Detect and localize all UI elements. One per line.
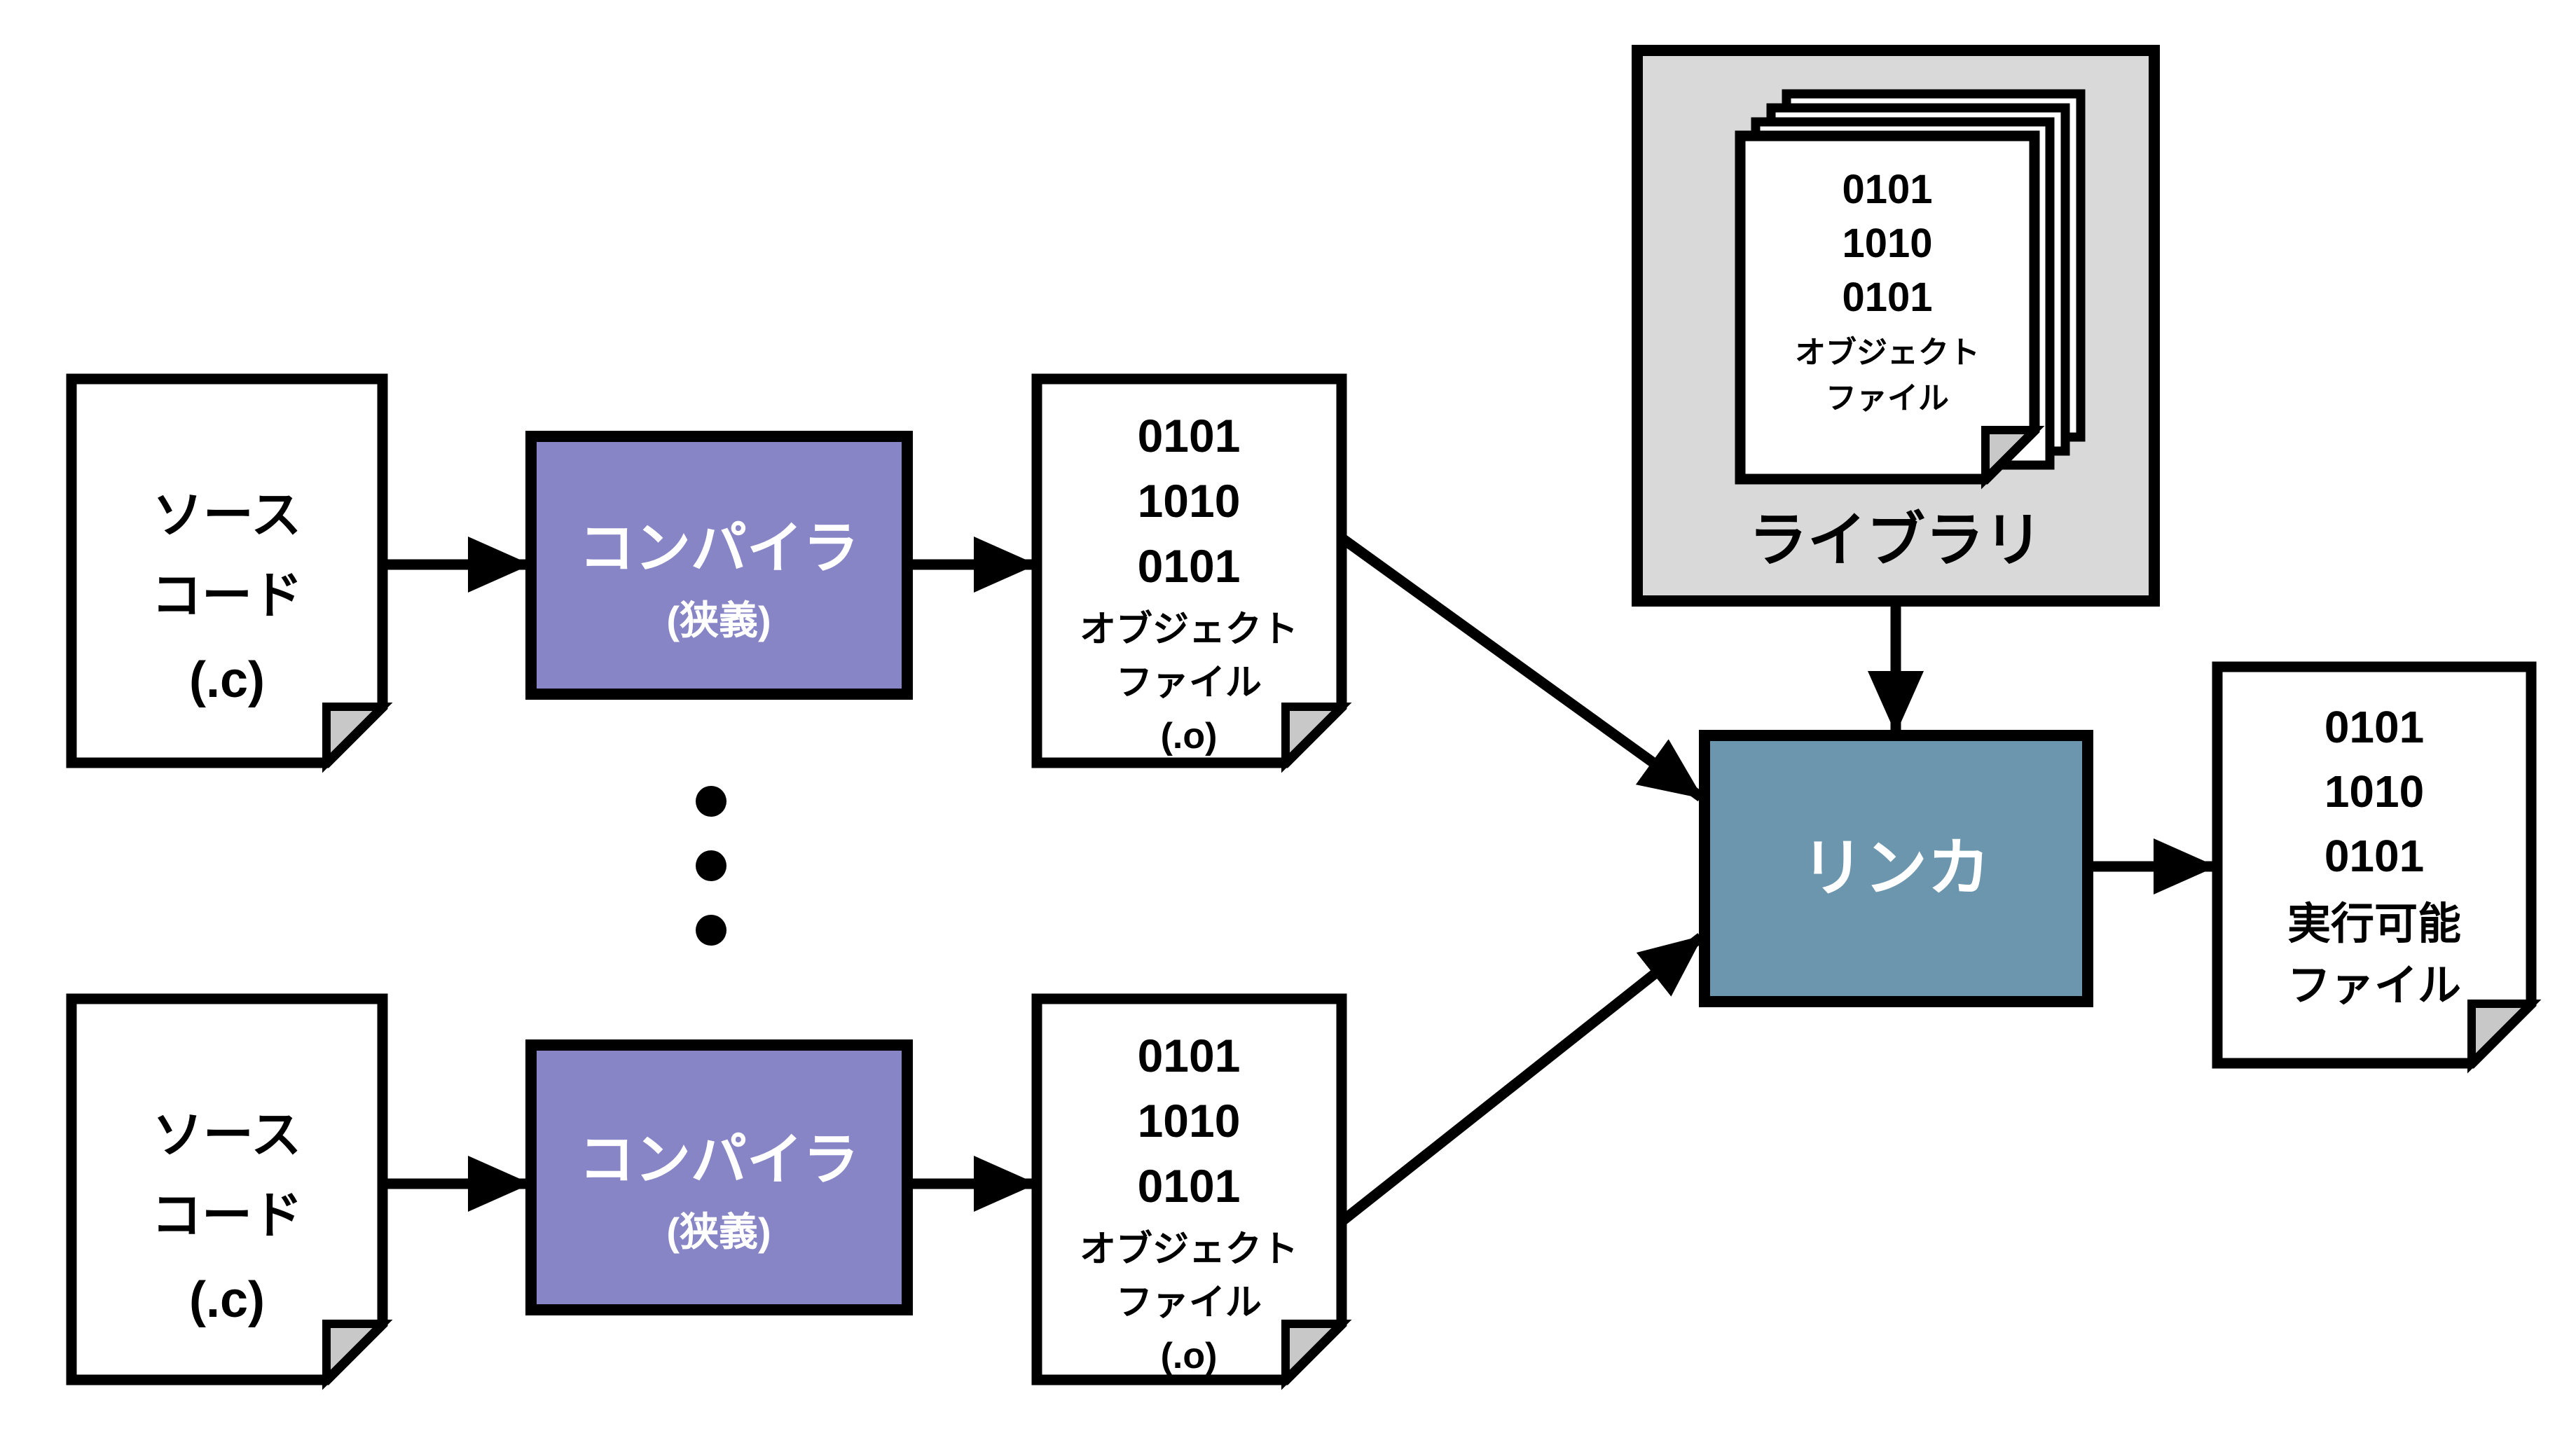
executable-label-line1: 実行可能 xyxy=(2287,900,2461,948)
source-label-line2: コード xyxy=(151,1188,303,1244)
process-box xyxy=(525,1039,913,1315)
executable-bits-line3: 0101 xyxy=(2324,831,2424,881)
compiler-box-2: コンパイラ (狭義) xyxy=(525,1039,913,1315)
object-label-line1: オブジェクト xyxy=(1080,609,1298,650)
object-label-line2: ファイル xyxy=(1116,1283,1262,1323)
linker-box: リンカ xyxy=(1699,730,2093,1007)
object-file-doc-1: 0101 1010 0101 オブジェクト ファイル (.o) xyxy=(1031,373,1352,773)
compiler-box-1: コンパイラ (狭義) xyxy=(525,431,913,700)
executable-bits-line1: 0101 xyxy=(2324,702,2424,752)
library-page-bits-line2: 1010 xyxy=(1842,221,1932,266)
page-fold-corner xyxy=(1281,703,1352,773)
executable-file-doc: 0101 1010 0101 実行可能 ファイル xyxy=(2212,661,2542,1074)
executable-label-line2: ファイル xyxy=(2287,962,2461,1010)
page-fold-corner xyxy=(1981,426,2045,490)
source-file-doc-1: ソース コード (.c) xyxy=(66,373,393,773)
compiler-subtitle: (狭義) xyxy=(666,1210,771,1254)
source-extension: (.c) xyxy=(189,1272,265,1328)
source-label-line1: ソース xyxy=(153,1107,301,1163)
object-label-line2: ファイル xyxy=(1116,663,1262,703)
object-bits-line3: 0101 xyxy=(1138,540,1241,592)
page-fold-corner xyxy=(1281,1320,1352,1390)
library-page-label-line1: オブジェクト xyxy=(1795,335,1980,370)
process-box xyxy=(1699,730,2093,1007)
arrow-object1-to-linker xyxy=(1338,533,1704,802)
page-fold-corner xyxy=(2467,1000,2542,1074)
dot xyxy=(696,850,726,881)
flow-arrows xyxy=(383,533,2217,1226)
library-page-label-line2: ファイル xyxy=(1826,381,1949,415)
source-label-line2: コード xyxy=(151,568,303,624)
executable-bits-line2: 1010 xyxy=(2324,766,2424,817)
object-bits-line2: 1010 xyxy=(1138,475,1241,527)
source-extension: (.c) xyxy=(189,652,265,708)
source-file-doc-2: ソース コード (.c) xyxy=(66,993,393,1390)
compiler-title: コンパイラ xyxy=(579,517,859,579)
page-fold-corner xyxy=(322,1320,393,1390)
source-label-line1: ソース xyxy=(153,488,301,544)
arrow-object2-to-linker xyxy=(1338,933,1704,1226)
library-page-bits-line3: 0101 xyxy=(1842,275,1932,320)
library-group: 0101 1010 0101 オブジェクト ファイル ライブラリ xyxy=(1632,45,2160,607)
object-file-doc-2: 0101 1010 0101 オブジェクト ファイル (.o) xyxy=(1031,993,1352,1390)
object-extension: (.o) xyxy=(1161,1336,1218,1376)
object-label-line1: オブジェクト xyxy=(1080,1229,1298,1270)
object-bits-line1: 0101 xyxy=(1138,1030,1241,1081)
dot xyxy=(696,786,726,817)
compiler-subtitle: (狭義) xyxy=(666,598,771,642)
object-bits-line1: 0101 xyxy=(1138,410,1241,462)
library-page-bits-line1: 0101 xyxy=(1842,167,1932,212)
continuation-dots xyxy=(696,786,726,946)
library-label: ライブラリ xyxy=(1749,507,2043,573)
page-fold-corner xyxy=(322,703,393,773)
compiler-title: コンパイラ xyxy=(579,1128,859,1191)
object-extension: (.o) xyxy=(1161,716,1218,756)
dot xyxy=(696,915,726,946)
linker-title: リンカ xyxy=(1801,834,1990,904)
process-box xyxy=(525,431,913,700)
object-bits-line2: 1010 xyxy=(1138,1095,1241,1147)
object-bits-line3: 0101 xyxy=(1138,1160,1241,1212)
